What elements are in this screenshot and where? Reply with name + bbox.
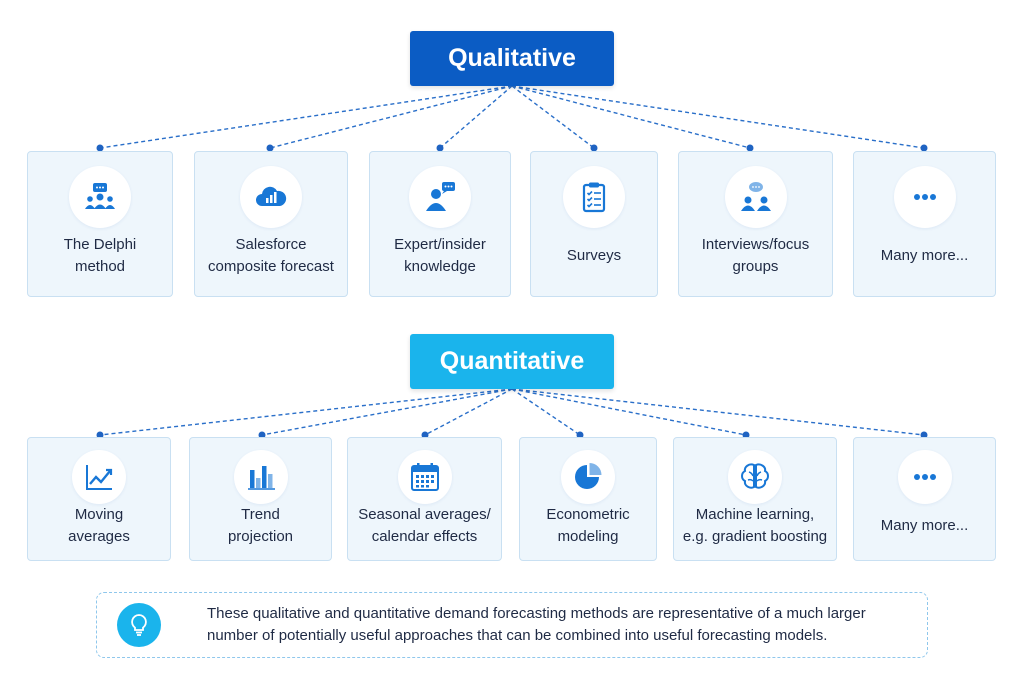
quantitative-card-machine-learning: Machine learning, e.g. gradient boosting — [673, 437, 837, 561]
quantitative-header: Quantitative — [410, 334, 614, 389]
qualitative-card-interviews: Interviews/focus groups — [678, 151, 833, 297]
brain-icon — [728, 450, 782, 504]
pie-chart-icon — [561, 450, 615, 504]
card-label: Seasonal averages/ calendar effects — [358, 506, 491, 545]
card-label: Expert/insider knowledge — [394, 236, 486, 275]
card-label: Surveys — [566, 247, 622, 264]
qualitative-card-expert: Expert/insider knowledge — [369, 151, 511, 297]
quantitative-card-trend-projection: Trend projection — [189, 437, 332, 561]
quantitative-card-seasonal-averages: Seasonal averages/ calendar effects — [347, 437, 502, 561]
qualitative-card-delphi: The Delphi method — [27, 151, 173, 297]
expert-chat-icon — [409, 166, 471, 228]
quantitative-card-moving-averages: Moving averages — [27, 437, 171, 561]
card-label: Machine learning, e.g. gradient boosting — [682, 506, 828, 545]
qualitative-header: Qualitative — [410, 31, 614, 86]
group-discussion-icon — [69, 166, 131, 228]
quantitative-card-many-more: Many more... — [853, 437, 996, 561]
line-chart-icon — [72, 450, 126, 504]
card-label: The Delphi method — [63, 236, 137, 275]
card-label: Trend projection — [227, 506, 294, 545]
card-label: Moving averages — [68, 506, 130, 545]
card-label: Salesforce composite forecast — [208, 236, 334, 275]
calendar-icon — [397, 450, 452, 504]
card-label: Econometric modeling — [546, 506, 630, 545]
cloud-chart-icon — [240, 166, 302, 228]
qualitative-card-surveys: Surveys — [530, 151, 658, 297]
card-label: Many more... — [880, 517, 969, 534]
ellipsis-icon — [893, 166, 956, 228]
qualitative-card-salesforce: Salesforce composite forecast — [194, 151, 348, 297]
quantitative-card-econometric: Econometric modeling — [519, 437, 657, 561]
card-label: Many more... — [880, 247, 969, 264]
interview-group-icon — [724, 166, 787, 228]
clipboard-checklist-icon — [563, 166, 625, 228]
note-text: These qualitative and quantitative deman… — [207, 605, 866, 644]
ellipsis-icon — [897, 450, 952, 504]
qualitative-card-many-more: Many more... — [853, 151, 996, 297]
card-label: Interviews/focus groups — [701, 236, 810, 275]
note-box: These qualitative and quantitative deman… — [96, 592, 928, 658]
lightbulb-icon — [117, 603, 161, 647]
bar-chart-icon — [233, 450, 288, 504]
